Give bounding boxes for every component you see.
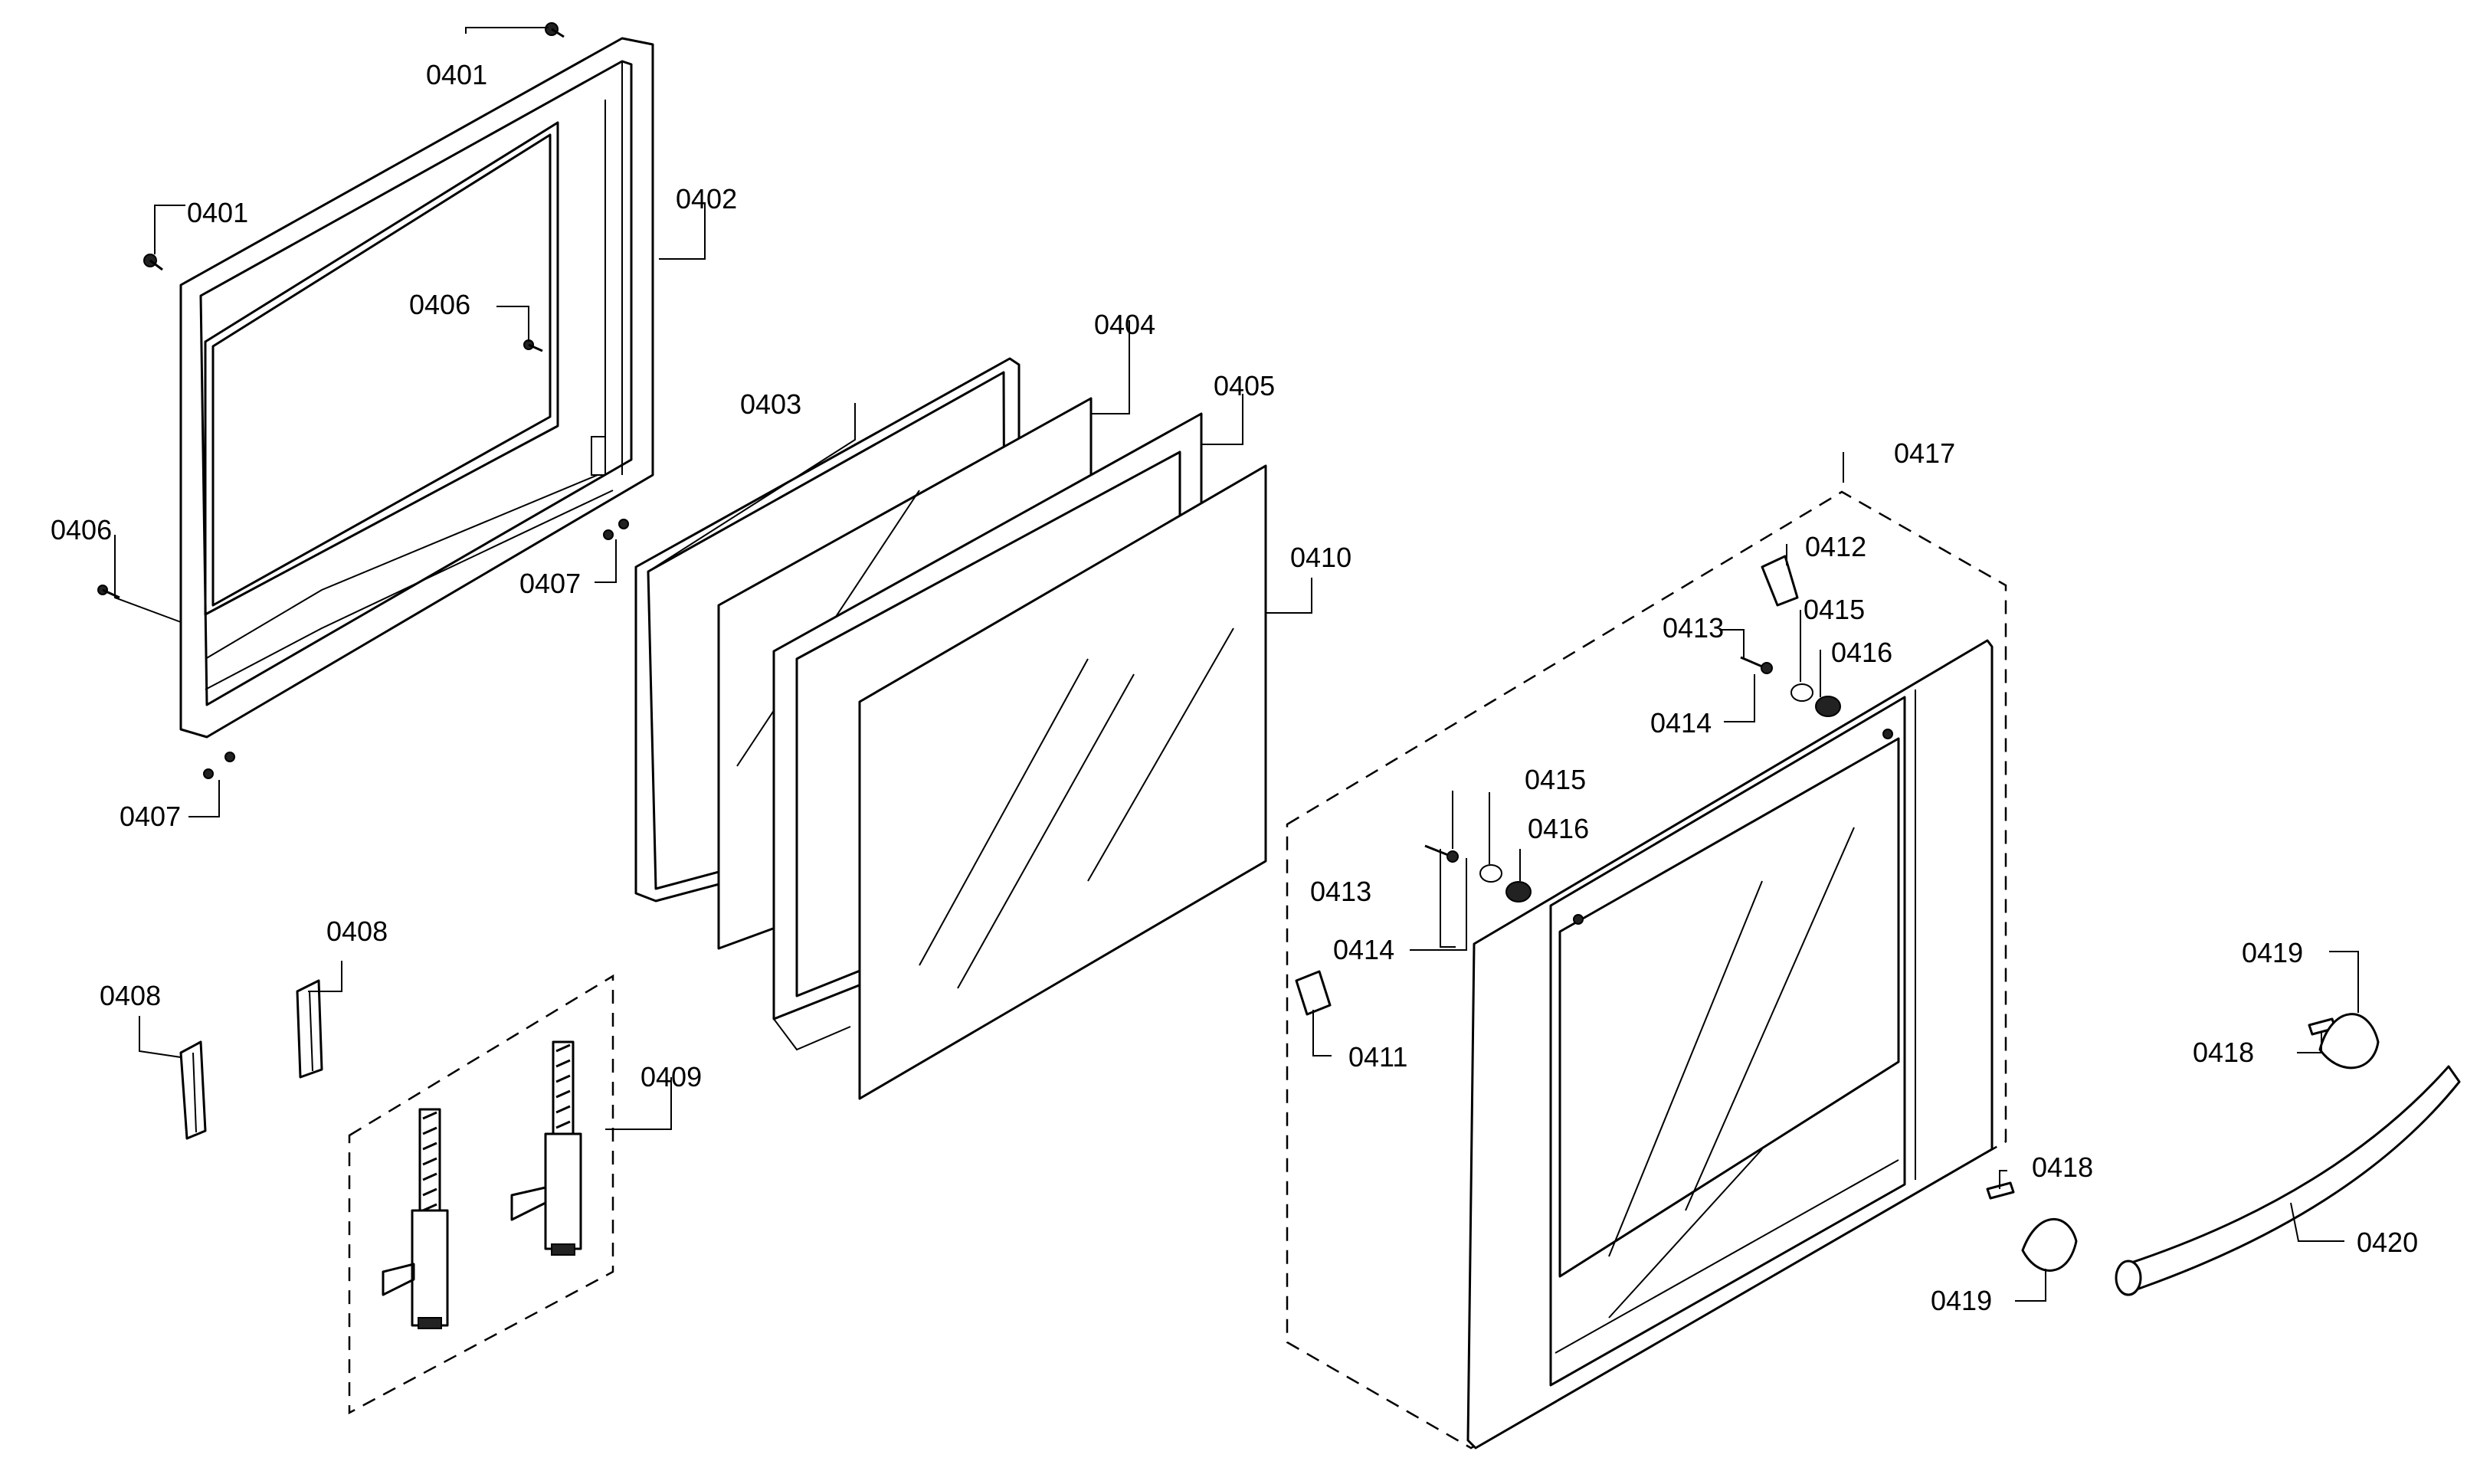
label-0419-lower: 0419 (1931, 1285, 1992, 1316)
label-0417: 0417 (1894, 437, 1955, 469)
label-0401-left: 0401 (187, 197, 248, 228)
label-0414-lower: 0414 (1333, 934, 1394, 965)
label-0401-top: 0401 (426, 59, 487, 90)
label-0415-lower: 0415 (1525, 764, 1586, 795)
label-0416-lower: 0416 (1528, 813, 1589, 844)
hinges (382, 1040, 582, 1329)
screw-parts (97, 22, 629, 779)
inner-door-frame (179, 37, 654, 739)
label-0406-lower: 0406 (51, 514, 112, 545)
handle-parts (1986, 1013, 2461, 1296)
label-0402: 0402 (676, 183, 737, 215)
leader-lines (114, 27, 2359, 1302)
label-0420: 0420 (2357, 1227, 2418, 1258)
glass-panels (634, 357, 1267, 1100)
hinge-group-box (348, 974, 614, 1415)
label-0404: 0404 (1094, 309, 1155, 340)
label-0416-upper: 0416 (1831, 637, 1892, 668)
door-hardware (1295, 555, 1841, 1016)
label-0408-left: 0408 (100, 980, 161, 1011)
label-0409: 0409 (641, 1061, 702, 1093)
label-0418-lower: 0418 (2032, 1151, 2093, 1183)
label-0413-upper: 0413 (1663, 612, 1724, 644)
label-0403: 0403 (740, 388, 801, 420)
outer-door-group-box (1286, 490, 2007, 1450)
label-0410: 0410 (1290, 542, 1351, 573)
outer-door-panel (1466, 639, 1994, 1450)
label-0412: 0412 (1805, 531, 1866, 562)
hinge-clips (179, 979, 323, 1140)
label-0411: 0411 (1348, 1041, 1407, 1073)
label-0414-upper: 0414 (1650, 707, 1712, 739)
label-0418-upper: 0418 (2193, 1037, 2254, 1068)
label-0415-upper: 0415 (1804, 594, 1865, 625)
label-0405: 0405 (1214, 370, 1275, 401)
label-0406-upper: 0406 (409, 289, 470, 320)
label-0407-bottom: 0407 (120, 801, 181, 832)
part-labels: 0401 0401 0402 0406 0406 0407 0407 0403 … (51, 59, 2418, 1316)
label-0413-lower: 0413 (1310, 876, 1371, 907)
label-0419-upper: 0419 (2242, 937, 2303, 968)
label-0407-right: 0407 (519, 568, 581, 599)
label-0408-right: 0408 (326, 916, 388, 947)
